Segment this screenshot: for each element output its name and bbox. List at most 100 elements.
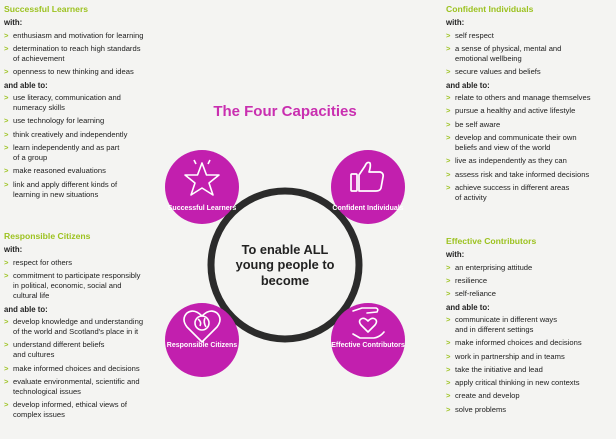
list-item-text: use literacy, communication and numeracy… bbox=[13, 93, 121, 113]
list-item: >determination to reach high standards o… bbox=[4, 44, 152, 64]
list-item-text: commitment to participate responsibly in… bbox=[13, 271, 141, 301]
list-item-text: develop and communicate their own belief… bbox=[455, 132, 577, 153]
with-list: >an enterprising attitude>resilience>sel… bbox=[446, 263, 612, 300]
list-item-text: make informed choices and decisions bbox=[455, 338, 582, 348]
chevron-right-icon: > bbox=[4, 316, 9, 326]
with-list: >enthusiasm and motivation for learning>… bbox=[4, 31, 152, 78]
confident-individuals-circle bbox=[331, 150, 405, 224]
list-item-text: develop informed, ethical views of compl… bbox=[13, 400, 127, 420]
list-item: >secure values and beliefs bbox=[446, 67, 612, 77]
list-item-text: use technology for learning bbox=[13, 116, 105, 126]
chevron-right-icon: > bbox=[446, 67, 451, 77]
chevron-right-icon: > bbox=[4, 340, 9, 350]
chevron-right-icon: > bbox=[4, 116, 9, 126]
chevron-right-icon: > bbox=[446, 156, 451, 166]
chevron-right-icon: > bbox=[446, 276, 451, 286]
chevron-right-icon: > bbox=[4, 400, 9, 410]
with-label: with: bbox=[4, 245, 23, 255]
chevron-right-icon: > bbox=[4, 143, 9, 153]
globe-heart-icon bbox=[183, 310, 221, 343]
list-item: > respect for others bbox=[4, 258, 156, 268]
chevron-right-icon: > bbox=[4, 129, 9, 139]
list-item-text: apply critical thinking in new contexts bbox=[455, 378, 580, 388]
list-item: >develop knowledge and understanding of … bbox=[4, 317, 156, 337]
list-item: > live as independently as they can bbox=[446, 156, 612, 166]
responsible-citizens-label: Responsible Citizens bbox=[166, 342, 238, 349]
with-label: with: bbox=[4, 18, 23, 28]
thumbs-up-icon bbox=[350, 161, 385, 192]
list-item: >self respect bbox=[446, 31, 612, 41]
central-ring bbox=[207, 187, 363, 343]
successful-learners-circle bbox=[165, 150, 239, 224]
list-item: > work in partnership and in teams bbox=[446, 352, 612, 362]
chevron-right-icon: > bbox=[446, 338, 451, 348]
list-item-text: make informed choices and decisions bbox=[13, 363, 140, 373]
able-to-label: and able to: bbox=[4, 304, 48, 314]
chevron-right-icon: > bbox=[446, 351, 451, 361]
list-item: >apply critical thinking in new contexts bbox=[446, 378, 612, 388]
star-icon bbox=[184, 159, 220, 196]
list-item: >be self aware bbox=[446, 120, 612, 130]
chevron-right-icon: > bbox=[446, 364, 451, 374]
list-item-text: work in partnership and in teams bbox=[455, 351, 565, 361]
able-to-label: and able to: bbox=[446, 302, 490, 312]
able-to-list: >relate to others and manage themselves>… bbox=[446, 93, 612, 203]
list-item: >make informed choices and decisions bbox=[4, 364, 156, 374]
list-item: > understand different beliefs and cultur… bbox=[4, 340, 156, 360]
chevron-right-icon: > bbox=[446, 391, 451, 401]
list-item: >link and apply different kinds of learn… bbox=[4, 180, 152, 200]
list-item: > pursue a healthy and active lifestyle bbox=[446, 106, 612, 116]
confident-individuals-panel: Confident Individuals with: >self respec… bbox=[446, 4, 612, 206]
chevron-right-icon: > bbox=[4, 67, 9, 77]
chevron-right-icon: > bbox=[446, 106, 451, 116]
list-item: > resilience bbox=[446, 276, 612, 286]
chevron-right-icon: > bbox=[4, 376, 9, 386]
list-item: >enthusiasm and motivation for learning bbox=[4, 31, 152, 41]
list-item-text: relate to others and manage themselves bbox=[455, 93, 591, 103]
effective-contributors-panel: Effective Contributors with: >an enterpr… bbox=[446, 236, 612, 418]
chevron-right-icon: > bbox=[446, 404, 451, 414]
chevron-right-icon: > bbox=[4, 44, 9, 54]
chevron-right-icon: > bbox=[446, 30, 451, 40]
list-item-text: pursue a healthy and active lifestyle bbox=[455, 106, 576, 116]
list-item: >self-reliance bbox=[446, 289, 612, 299]
successful-learners-label: Successful Learners bbox=[167, 205, 237, 212]
list-item-text: assess risk and take informed decisions bbox=[455, 169, 590, 179]
list-item: > develop informed, ethical views of comp… bbox=[4, 400, 156, 420]
able-to-list: >communicate in different ways and in di… bbox=[446, 315, 612, 415]
list-item: > relate to others and manage themselves bbox=[446, 93, 612, 103]
chevron-right-icon: > bbox=[446, 132, 451, 142]
diagram-title: The Four Capacities bbox=[213, 103, 357, 120]
able-to-label: and able to: bbox=[4, 80, 48, 90]
center-statement: To enable ALL young people to become bbox=[235, 242, 335, 288]
chevron-right-icon: > bbox=[446, 119, 451, 129]
chevron-right-icon: > bbox=[446, 93, 451, 103]
list-item: > use technology for learning bbox=[4, 116, 152, 126]
effective-contributors-label: Effective Contributors bbox=[331, 342, 405, 349]
list-item: >assess risk and take informed decisions bbox=[446, 170, 612, 180]
with-label: with: bbox=[446, 250, 465, 260]
with-list: >self respect >a sense of physical, menta… bbox=[446, 31, 612, 78]
chevron-right-icon: > bbox=[4, 271, 9, 281]
list-item-text: take the initiative and lead bbox=[455, 364, 543, 374]
able-to-list: > use literacy, communication and numerac… bbox=[4, 93, 152, 200]
list-item: > use literacy, communication and numerac… bbox=[4, 93, 152, 113]
chevron-right-icon: > bbox=[4, 30, 9, 40]
list-item-text: live as independently as they can bbox=[455, 156, 567, 166]
responsible-citizens-circle bbox=[165, 303, 239, 377]
list-item-text: link and apply different kinds of learni… bbox=[13, 179, 118, 199]
list-item-text: evaluate environmental, scientific and t… bbox=[13, 376, 140, 397]
list-item-text: achieve success in different areas of ac… bbox=[455, 182, 570, 202]
list-item: >achieve success in different areas of a… bbox=[446, 183, 612, 203]
list-item: > develop and communicate their own belie… bbox=[446, 133, 612, 153]
list-item: >openness to new thinking and ideas bbox=[4, 67, 152, 77]
with-label: with: bbox=[446, 18, 465, 28]
list-item-text: understand different beliefs and culture… bbox=[13, 340, 105, 360]
list-item-text: respect for others bbox=[13, 257, 73, 267]
list-item-text: solve problems bbox=[455, 404, 507, 414]
list-item: >a sense of physical, mental and emotion… bbox=[446, 44, 612, 64]
chevron-right-icon: > bbox=[4, 93, 9, 103]
chevron-right-icon: > bbox=[4, 257, 9, 267]
list-item: >think creatively and independently bbox=[4, 130, 152, 140]
list-item-text: resilience bbox=[455, 276, 488, 286]
